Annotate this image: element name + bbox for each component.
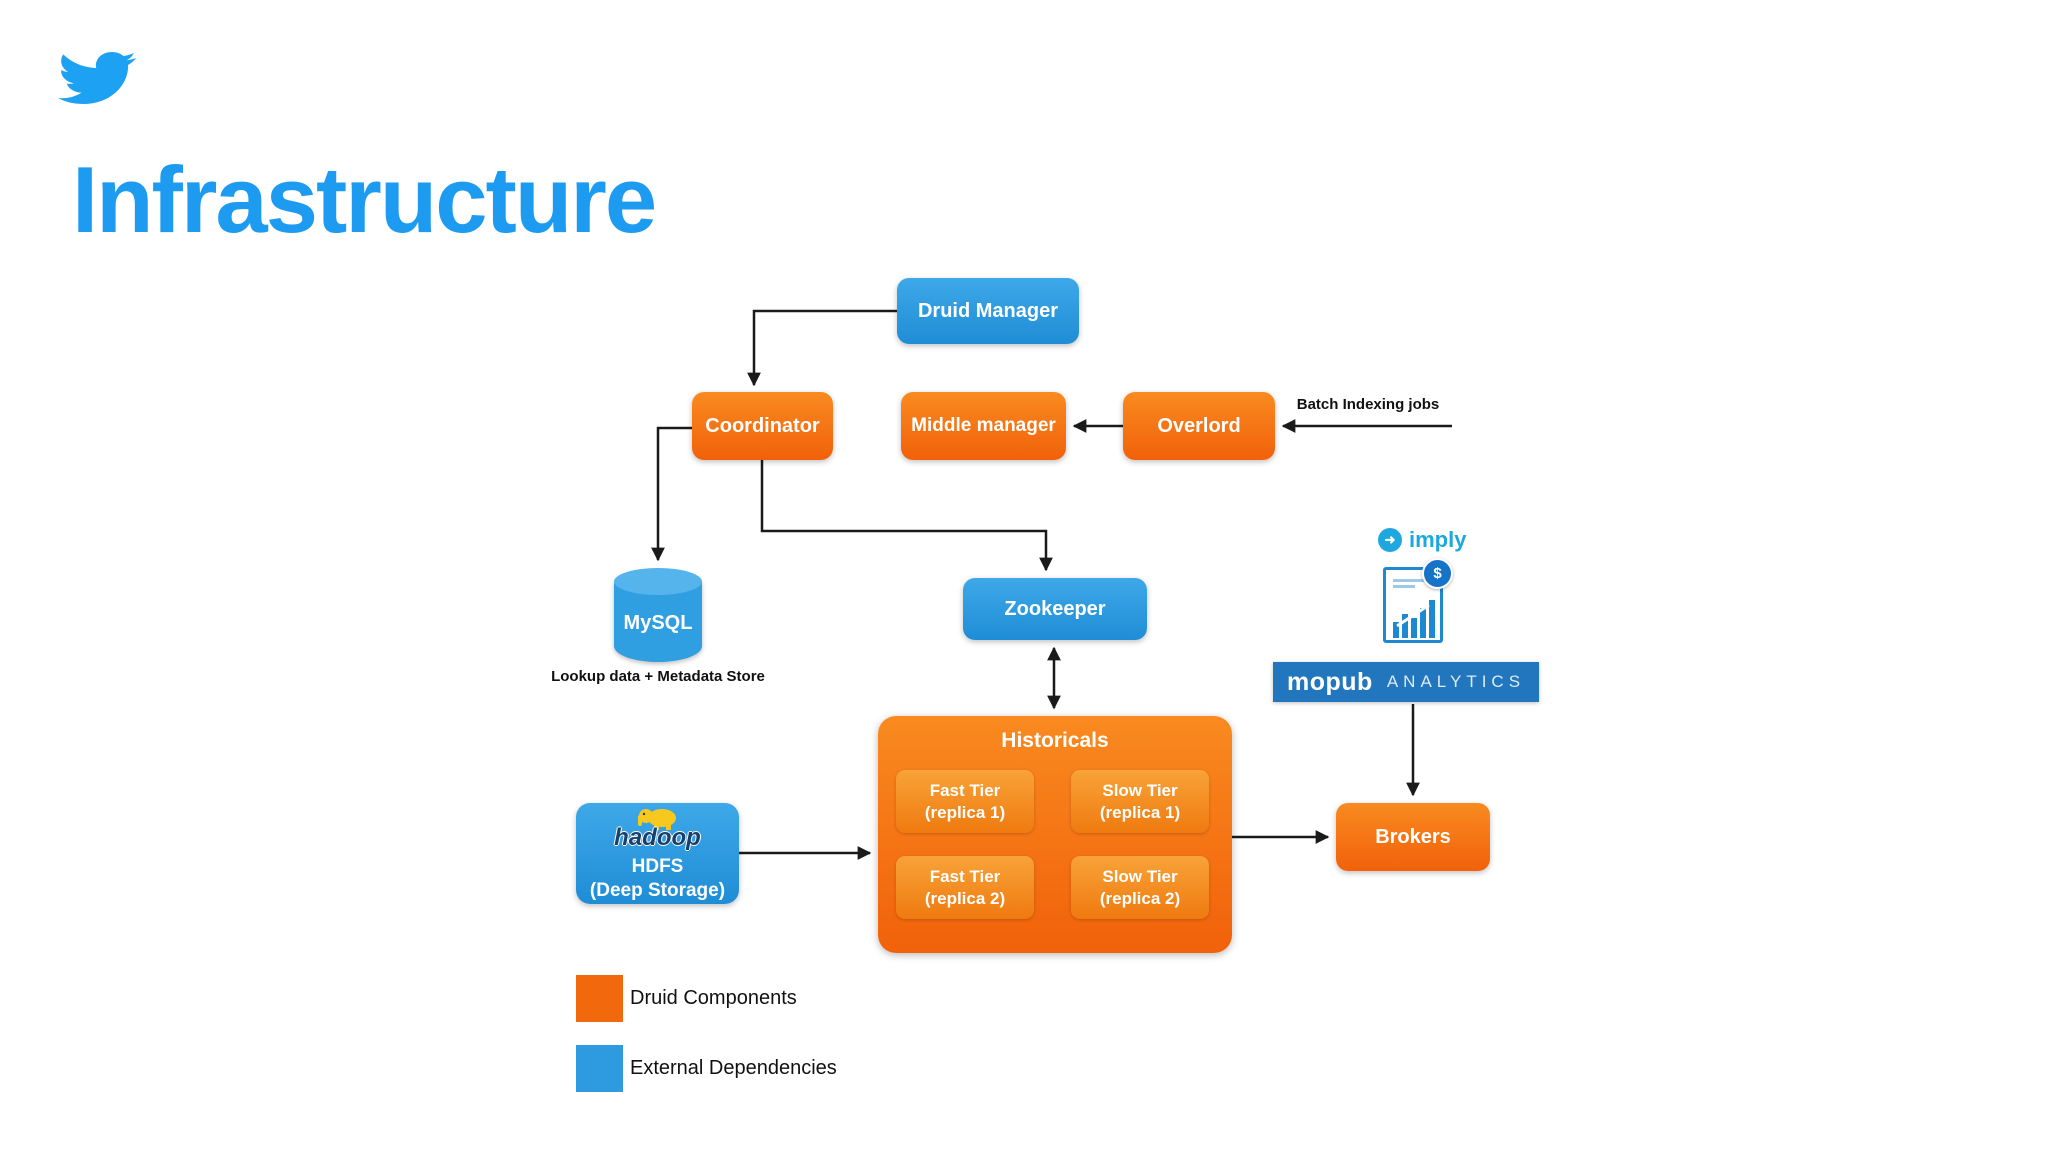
tier-label-line2: (replica 1)	[1099, 802, 1181, 822]
mopub-analytics-logo: mopub ANALYTICS	[1273, 662, 1539, 702]
arrow-druid-manager-to-coordinator	[747, 309, 897, 387]
chart-bar	[1411, 618, 1417, 638]
node-fast-tier-replica-1: Fast Tier (replica 1)	[896, 770, 1034, 833]
legend-label-external-dependencies: External Dependencies	[630, 1057, 837, 1079]
arrow-coordinator-to-zookeeper	[760, 460, 1053, 572]
node-slow-tier-replica-1: Slow Tier (replica 1)	[1071, 770, 1209, 833]
node-overlord-label: Overlord	[1157, 414, 1241, 437]
mysql-cylinder-top	[614, 568, 702, 595]
chart-bar	[1429, 600, 1435, 638]
batch-indexing-jobs-label: Batch Indexing jobs	[1296, 396, 1440, 413]
node-coordinator: Coordinator	[692, 392, 833, 460]
imply-logo: ➜ imply	[1378, 527, 1466, 553]
node-slow-tier-replica-2: Slow Tier (replica 2)	[1071, 856, 1209, 919]
node-overlord: Overlord	[1123, 392, 1275, 460]
node-druid-manager: Druid Manager	[897, 278, 1079, 344]
node-zookeeper-label: Zookeeper	[1004, 597, 1106, 620]
node-middle-manager: Middle manager	[901, 392, 1066, 460]
twitter-logo-icon	[58, 51, 136, 105]
analytics-wordmark: ANALYTICS	[1386, 672, 1526, 691]
legend-swatch-external-dependencies	[576, 1045, 623, 1092]
chart-header-line	[1393, 585, 1415, 588]
tier-label-line2: (replica 2)	[1099, 888, 1181, 908]
chart-bars	[1391, 596, 1435, 638]
mysql-caption: Lookup data + Metadata Store	[551, 668, 765, 685]
hadoop-wordmark: hadoop	[614, 823, 701, 851]
legend-swatch-druid-components	[576, 975, 623, 1022]
arrow-coordinator-to-mysql	[651, 426, 692, 562]
legend-label-druid-components: Druid Components	[630, 987, 797, 1009]
chart-bar	[1420, 608, 1426, 638]
hadoop-elephant-icon	[637, 808, 676, 830]
node-mysql: MySQL	[614, 568, 702, 662]
page-title: Infrastructure	[72, 147, 657, 252]
revenue-chart-icon: $	[1383, 558, 1453, 643]
tier-label-line2: (replica 2)	[924, 888, 1006, 908]
node-middle-manager-label: Middle manager	[911, 415, 1056, 436]
chart-header-line	[1393, 579, 1424, 582]
hadoop-logo: hadoop	[614, 805, 701, 853]
node-zookeeper: Zookeeper	[963, 578, 1147, 640]
tier-label-line1: Slow Tier	[1102, 867, 1178, 887]
tier-label-line1: Fast Tier	[929, 867, 1001, 887]
hdfs-label-line1: HDFS	[631, 855, 684, 877]
node-brokers: Brokers	[1336, 803, 1490, 871]
node-fast-tier-replica-2: Fast Tier (replica 2)	[896, 856, 1034, 919]
tier-label-line1: Fast Tier	[929, 781, 1001, 801]
node-mysql-label: MySQL	[623, 612, 693, 634]
tier-label-line1: Slow Tier	[1102, 781, 1178, 801]
tier-label-line2: (replica 1)	[924, 802, 1006, 822]
node-druid-manager-label: Druid Manager	[917, 299, 1059, 322]
imply-wordmark: imply	[1409, 527, 1467, 552]
node-historicals-label: Historicals	[1001, 729, 1109, 752]
chart-bar	[1393, 622, 1399, 638]
hdfs-label-line2: (Deep Storage)	[589, 879, 726, 901]
chart-bar	[1402, 614, 1408, 638]
mopub-wordmark: mopub	[1287, 667, 1373, 696]
node-hdfs: hadoop HDFS (Deep Storage)	[576, 803, 739, 904]
imply-circle-arrow-icon: ➜	[1378, 528, 1402, 552]
node-brokers-label: Brokers	[1375, 825, 1451, 848]
node-coordinator-label: Coordinator	[705, 414, 820, 437]
dollar-coin-icon: $	[1422, 558, 1453, 589]
node-historicals: Historicals Fast Tier (replica 1) Slow T…	[878, 716, 1232, 953]
